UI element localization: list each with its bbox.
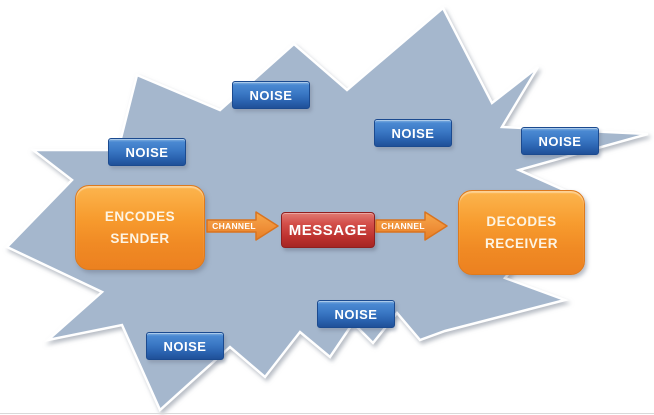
noise-label: NOISE: [146, 332, 224, 360]
receiver-line2: RECEIVER: [484, 236, 559, 251]
decoder-receiver-box: DECODES RECEIVER: [458, 190, 585, 275]
noise-label: NOISE: [374, 119, 452, 147]
channel-arrow-left: CHANNEL: [206, 210, 280, 242]
noise-label: NOISE: [108, 138, 186, 166]
starburst-polygon: [4, 6, 649, 413]
sender-line1: ENCODES: [104, 209, 176, 224]
sender-line2: SENDER: [110, 231, 170, 246]
noise-label: NOISE: [232, 81, 310, 109]
channel-label: CHANNEL: [381, 221, 425, 231]
page-bottom-rule: [0, 413, 654, 414]
channel-arrow-right: CHANNEL: [375, 210, 449, 242]
right-arrow-icon: [375, 211, 448, 241]
noise-label: NOISE: [317, 300, 395, 328]
encoder-sender-box: ENCODES SENDER: [75, 185, 205, 270]
right-arrow-icon: [206, 211, 279, 241]
noise-label: NOISE: [521, 127, 599, 155]
receiver-line1: DECODES: [486, 214, 557, 229]
message-box: MESSAGE: [281, 212, 375, 248]
channel-label: CHANNEL: [212, 221, 256, 231]
